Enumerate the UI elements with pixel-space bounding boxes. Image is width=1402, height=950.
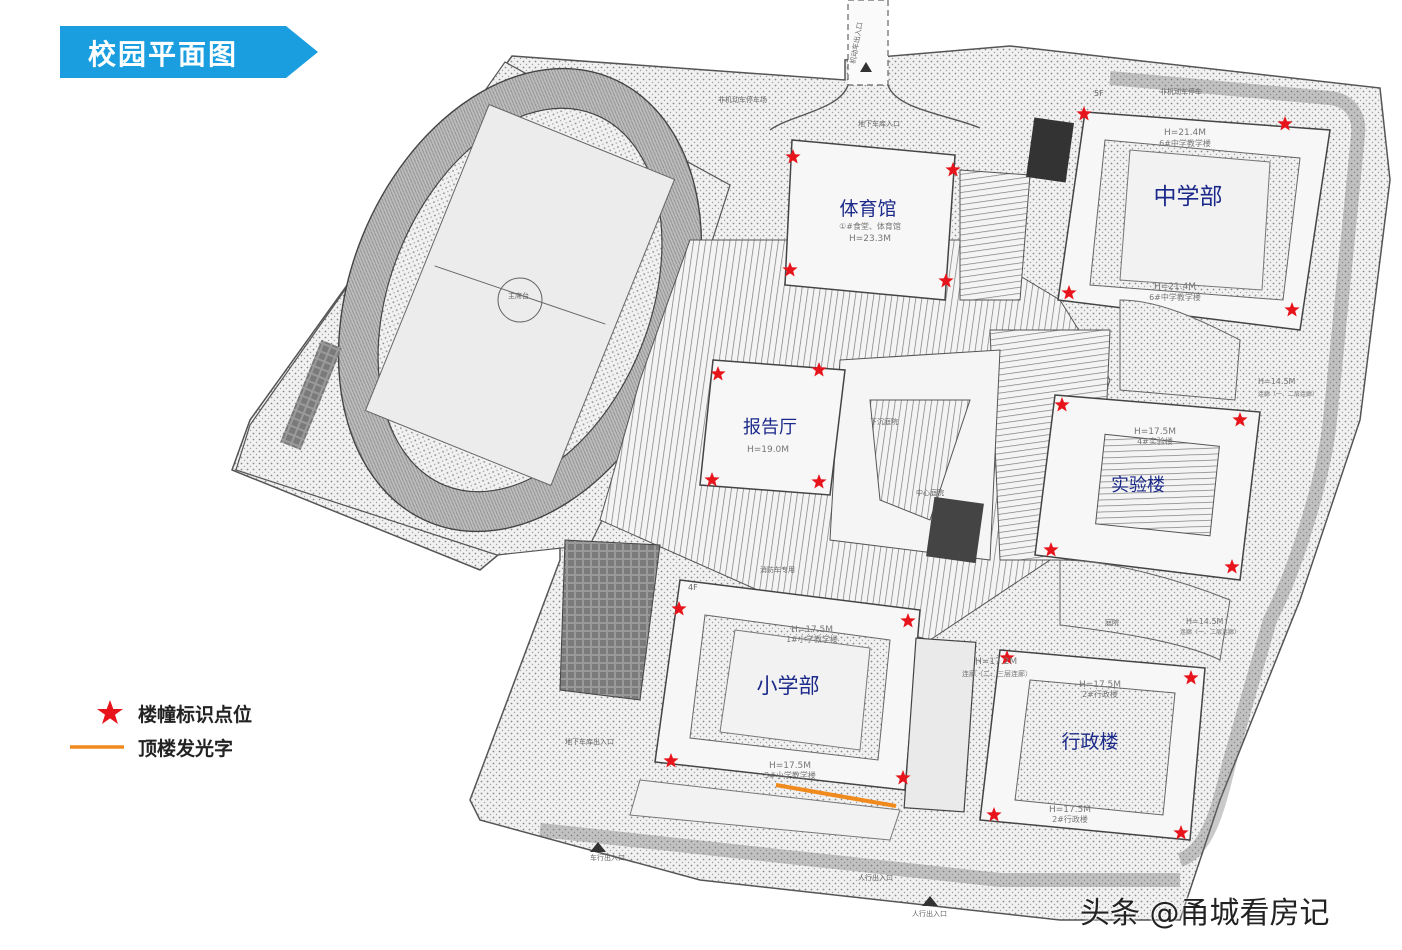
- label-primary-note-bottom: 3#小学教学楼: [764, 770, 816, 780]
- building-marker-star: [1173, 825, 1189, 840]
- building-marker-star: [945, 162, 961, 177]
- legend-item-star: 楼幢标识点位: [96, 696, 252, 730]
- legend-label-star: 楼幢标识点位: [138, 703, 253, 726]
- building-marker-star: [785, 149, 801, 164]
- building-middle-school: [1057, 111, 1331, 331]
- building-marker-star: [1277, 116, 1293, 131]
- label-lab-height: H=17.5M: [1134, 427, 1176, 437]
- watermark: 头条 @甬城看房记: [1080, 896, 1330, 931]
- annot-pedestrian-entry-2: 人行出入口: [858, 873, 893, 882]
- building-marker-star: [1284, 302, 1300, 317]
- entry-markers: [590, 62, 938, 906]
- label-gym-height: H=23.3M: [849, 234, 891, 244]
- annot-sunken-yard: 下沉庭院: [870, 417, 898, 426]
- annot-corridor-right: H=14.5M: [1258, 377, 1296, 386]
- annot-corridor-right-note: 连廊（一、二层连廊）: [1258, 390, 1318, 398]
- label-primary-school: 小学部: [757, 674, 820, 698]
- landscape-patches: [629, 299, 1241, 841]
- annot-vehicle-entry: 车行出入口: [590, 853, 625, 862]
- annot-corridor-left: H=17.2M: [975, 657, 1017, 667]
- building-marker-star: [663, 753, 679, 768]
- annot-corridor-bottom-right: H=14.5M: [1186, 617, 1224, 626]
- building-marker-star: [671, 601, 687, 616]
- building-marker-star: [895, 770, 911, 785]
- label-primary-height-bottom: H=17.5M: [769, 761, 811, 771]
- sports-field: [235, 61, 731, 556]
- annot-pedestrian-entry: 人行出入口: [912, 909, 947, 918]
- building-marker-star: [1183, 670, 1199, 685]
- label-admin: 行政楼: [1061, 731, 1118, 753]
- label-middle-note-bottom: 6#中学教学楼: [1149, 292, 1201, 302]
- label-admin-note-bottom: 2#行政楼: [1052, 814, 1088, 824]
- building-gym: [784, 139, 956, 301]
- annot-corridor-bottom-right-note: 连廊（一、二层连廊）: [1180, 628, 1240, 636]
- building-marker-star: [1061, 285, 1077, 300]
- label-lab: 实验楼: [1111, 475, 1165, 496]
- building-marker-star: [1076, 106, 1092, 121]
- label-admin-note-top: 2#行政楼: [1082, 689, 1118, 699]
- building-marker-star: [704, 472, 720, 487]
- building-marker-star: [1224, 559, 1240, 574]
- building-marker-star: [811, 362, 827, 377]
- building-marker-star: [999, 650, 1015, 665]
- building-marker-star: [938, 273, 954, 288]
- label-middle-school: 中学部: [1154, 184, 1223, 210]
- roof-sign-line: [775, 783, 897, 808]
- building-marker-star: [1232, 412, 1248, 427]
- building-marker-star: [900, 613, 916, 628]
- annot-yard: 庭院: [1105, 618, 1119, 627]
- building-marker-star: [710, 366, 726, 381]
- orange-line-icon: [70, 745, 124, 749]
- title-banner: [60, 26, 318, 78]
- label-middle-height-top: H=21.4M: [1164, 128, 1206, 138]
- building-primary-school: [654, 579, 977, 813]
- annot-central-yard: 中心庭院: [916, 488, 944, 497]
- label-admin-height-bottom: H=17.5M: [1049, 805, 1091, 815]
- red-star-icon: [97, 700, 123, 724]
- label-auditorium: 报告厅: [743, 417, 797, 438]
- legend-label-line: 顶楼发光字: [138, 737, 234, 760]
- annot-underground-entry-bottom: 地下车库出入口: [565, 737, 614, 746]
- label-gym-note: ①#食堂、体育馆: [839, 221, 901, 231]
- building-marker-star: [811, 474, 827, 489]
- label-middle-note-top: 6#中学教学楼: [1159, 138, 1211, 148]
- label-primary-height-top: H=17.5M: [791, 625, 833, 635]
- building-marker-star: [1043, 542, 1059, 557]
- annot-podium: 主席台: [508, 291, 529, 300]
- central-plaza: [599, 117, 1111, 641]
- building-admin: [979, 649, 1206, 841]
- annot-5f: 5F: [1094, 89, 1104, 98]
- legend: 楼幢标识点位 顶楼发光字: [70, 696, 252, 764]
- annot-nonmotor-parking: 非机动车停车场: [718, 95, 767, 104]
- label-gym: 体育馆: [839, 198, 896, 220]
- building-marker-star: [1054, 397, 1070, 412]
- annot-fire-entry: 消防车专用: [760, 565, 795, 574]
- annot-bike-parking: 非机动车停车: [1160, 87, 1202, 96]
- building-marker-star: [782, 262, 798, 277]
- annot-corridor-left-note: 连廊（二、三层连廊）: [962, 669, 1032, 678]
- label-auditorium-height: H=19.0M: [747, 445, 789, 455]
- building-lab: [1034, 394, 1261, 581]
- lower-left-parking: [559, 539, 661, 701]
- building-marker-star: [986, 807, 1002, 822]
- label-admin-height-top: H=17.5M: [1079, 680, 1121, 690]
- building-auditorium: [699, 359, 846, 496]
- page-title: 校园平面图: [88, 38, 239, 71]
- perimeter-road: [539, 71, 1366, 887]
- label-middle-height-bottom: H=21.4M: [1154, 282, 1196, 292]
- annot-underground-entry-top: 地下车库入口: [858, 119, 900, 128]
- legend-item-line: 顶楼发光字: [70, 730, 252, 764]
- label-lab-note: 4#实验楼: [1137, 436, 1173, 446]
- annot-4f: 4F: [688, 583, 698, 592]
- label-primary-note-top: 1#小学教学楼: [786, 634, 838, 644]
- marker-layer: [663, 106, 1300, 840]
